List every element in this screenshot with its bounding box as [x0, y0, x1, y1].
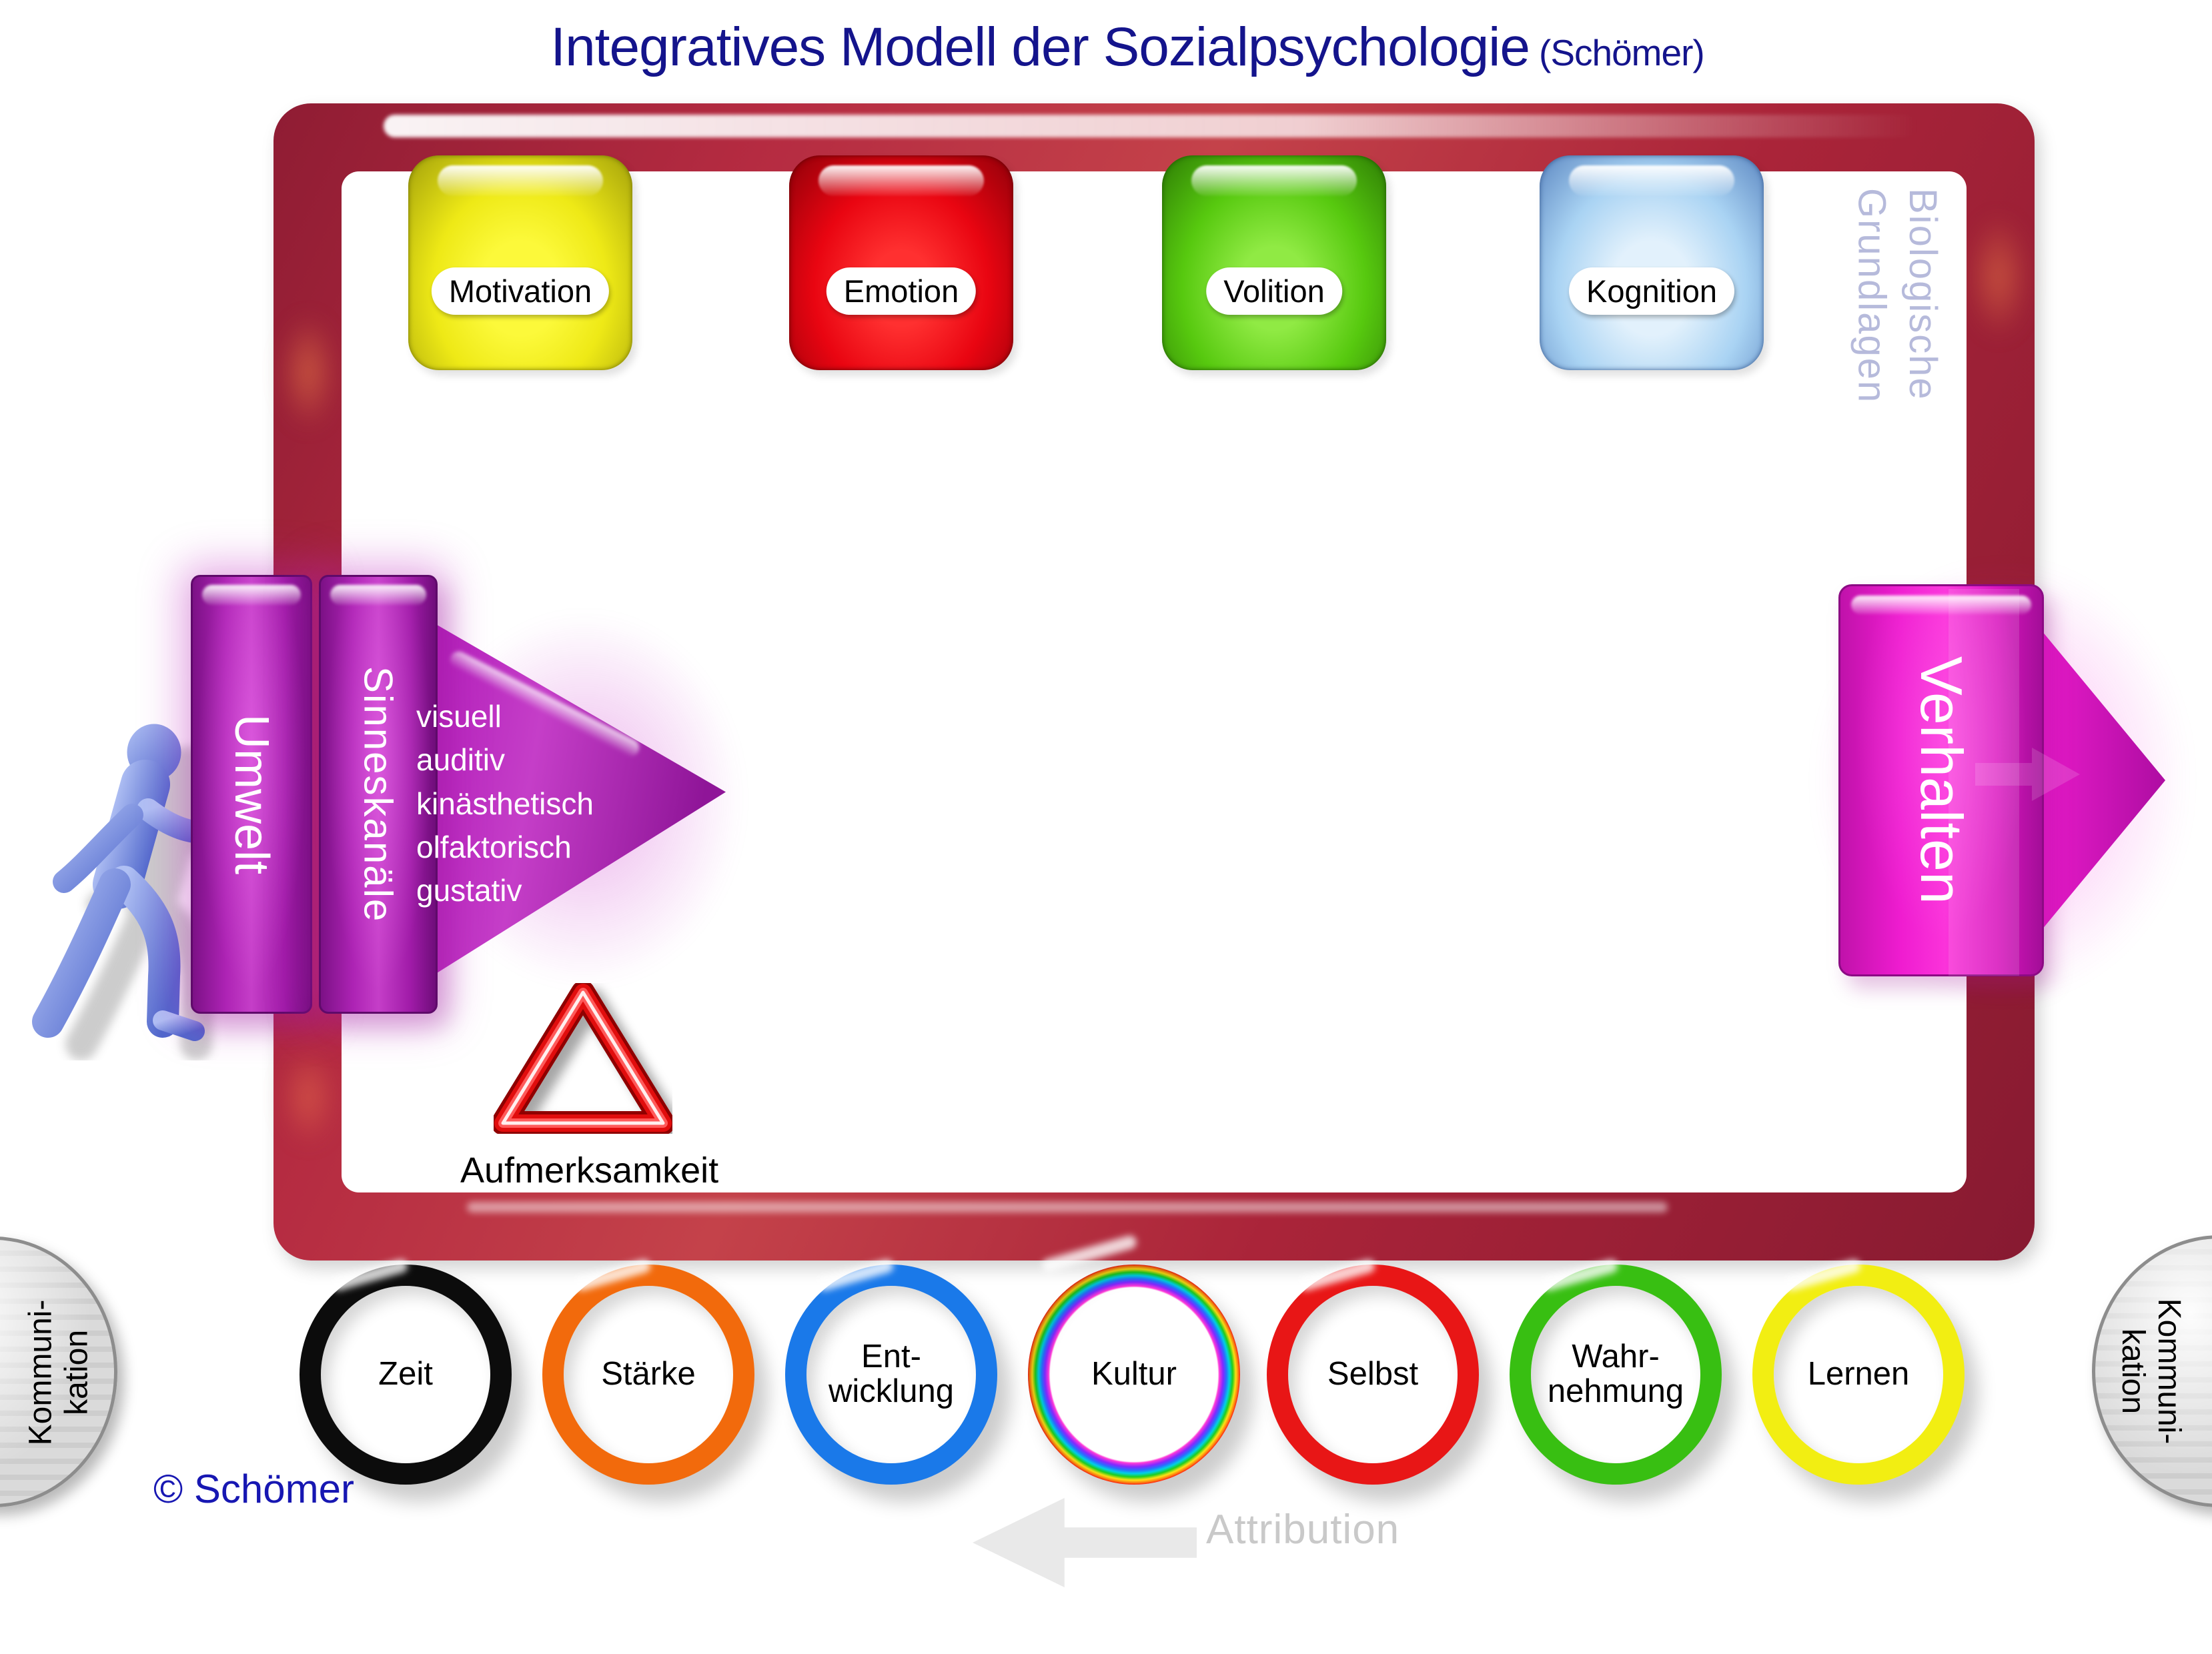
circle-zeit: Zeit — [300, 1265, 512, 1485]
box-gloss-highlight — [1191, 165, 1357, 196]
box-label: Emotion — [843, 273, 959, 309]
kommunikation-right-label: Kommuni- kation — [2115, 1299, 2187, 1445]
circle-label: Selbst — [1327, 1356, 1419, 1393]
verhalten-sign: Verhalten — [1818, 564, 2187, 996]
sense-item: kinästhetisch — [416, 786, 594, 821]
frame-highlight-blotch — [1968, 213, 2029, 340]
verhalten-sign-body: Verhalten — [1838, 584, 2044, 976]
circle-label: Wahr- nehmung — [1547, 1339, 1684, 1409]
bio-label-line1: Biologische — [1901, 188, 1945, 401]
umwelt-bar: Umwelt — [191, 575, 312, 1014]
right-arrow-icon — [2032, 748, 2080, 801]
circle-lernen: Lernen — [1752, 1265, 1965, 1485]
circle-entwicklung: Ent- wicklung — [785, 1265, 997, 1485]
copyright-text: © Schömer — [153, 1467, 354, 1511]
komm-label-line1: Kommuni- — [2151, 1298, 2187, 1445]
page-title-credit: (Schömer) — [1539, 32, 1705, 73]
sense-item: visuell — [416, 699, 502, 734]
attribution-left-arrow-icon — [973, 1498, 1197, 1587]
frame-gloss-highlight — [384, 115, 1918, 137]
box-label: Motivation — [448, 273, 592, 309]
circle-label: Zeit — [378, 1356, 433, 1393]
person-body — [32, 724, 239, 1041]
attention-triangle-icon — [494, 983, 672, 1134]
box-label-pill: Emotion — [826, 267, 977, 315]
box-gloss-highlight — [1568, 165, 1735, 196]
sense-channel-list: visuell auditiv kinästhetisch olfaktoris… — [416, 695, 594, 913]
box-gloss-highlight — [437, 165, 604, 196]
attribution-label: Attribution — [1206, 1507, 1400, 1553]
box-gloss-highlight — [818, 165, 985, 196]
komm-label-line2: kation — [59, 1329, 94, 1416]
frame-highlight-blotch — [280, 1047, 336, 1147]
komm-label-line2: kation — [2115, 1328, 2151, 1415]
circle-label: Stärke — [601, 1356, 696, 1393]
sign-gloss-highlight — [1851, 596, 2031, 614]
frame-highlight-blotch — [280, 313, 336, 431]
bar-gloss-highlight — [330, 585, 426, 605]
circle-wahrnehmung: Wahr- nehmung — [1510, 1265, 1722, 1485]
biologische-grundlagen-label: Biologische Grundlagen — [1840, 188, 1948, 628]
komm-label-line1: Kommuni- — [23, 1299, 59, 1446]
frame-tube-tint — [1949, 589, 2019, 976]
circle-selbst: Selbst — [1267, 1265, 1479, 1485]
box-motivation: Motivation — [408, 155, 632, 370]
circle-label: Lernen — [1807, 1356, 1910, 1393]
box-label-pill: Kognition — [1569, 267, 1734, 315]
box-kognition: Kognition — [1540, 155, 1764, 370]
aufmerksamkeit-label: Aufmerksamkeit — [460, 1150, 719, 1190]
page-title: Integratives Modell der Sozialpsychologi… — [200, 16, 2055, 79]
sense-item: auditiv — [416, 742, 505, 778]
box-label-pill: Motivation — [431, 267, 610, 315]
box-label: Volition — [1223, 273, 1325, 309]
page-title-main: Integratives Modell der Sozialpsychologi… — [550, 17, 1530, 77]
sinneskanaele-label: Sinneskanäle — [356, 666, 401, 923]
bio-label-line2: Grundlagen — [1850, 188, 1894, 404]
box-label-pill: Volition — [1206, 267, 1342, 315]
sense-item: olfaktorisch — [416, 829, 572, 864]
verhalten-label: Verhalten — [1908, 656, 1975, 904]
box-label: Kognition — [1586, 273, 1717, 309]
sense-item: gustativ — [416, 873, 522, 908]
sinneskanaele-bar: Sinneskanäle — [319, 575, 438, 1014]
umwelt-label: Umwelt — [225, 714, 278, 874]
circle-staerke: Stärke — [542, 1265, 754, 1485]
circle-label: Ent- wicklung — [828, 1339, 954, 1409]
circle-kultur: Kultur — [1028, 1265, 1240, 1485]
bar-gloss-highlight — [202, 585, 301, 605]
box-emotion: Emotion — [789, 155, 1013, 370]
frame-gloss-highlight — [467, 1202, 1668, 1212]
circle-label: Kultur — [1091, 1356, 1177, 1393]
box-volition: Volition — [1162, 155, 1386, 370]
right-arrow-icon — [1975, 763, 2032, 786]
kommunikation-left-label: Kommuni- kation — [23, 1300, 95, 1446]
